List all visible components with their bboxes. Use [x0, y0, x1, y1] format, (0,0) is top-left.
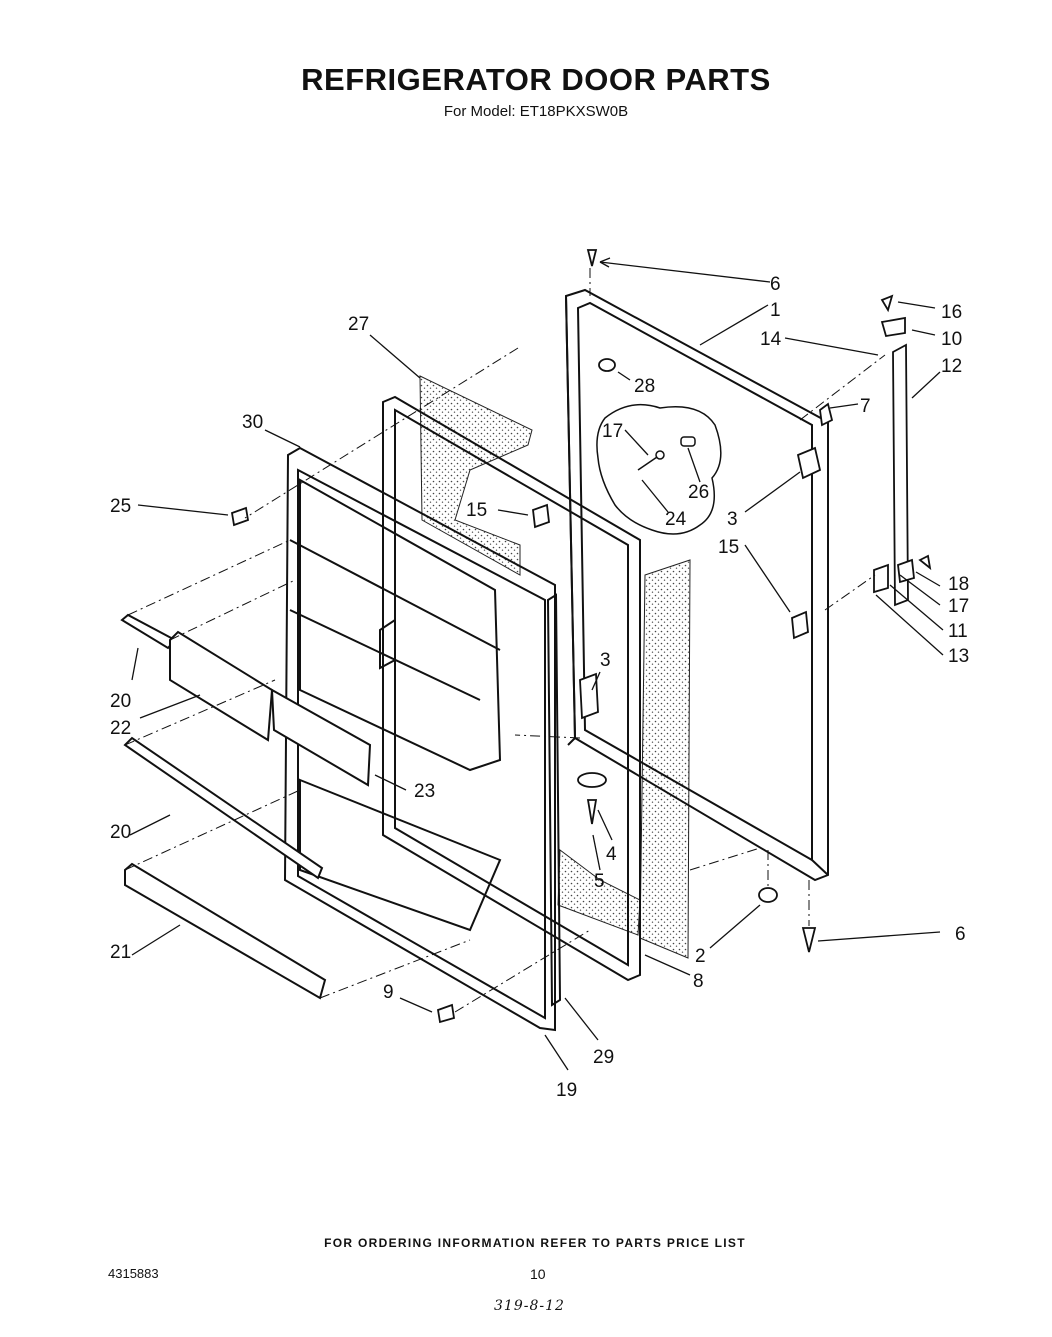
- callout-15-left: 15: [466, 500, 487, 521]
- handwritten-note: 319-8-12: [494, 1298, 565, 1314]
- callout-19: 19: [556, 1080, 577, 1101]
- callout-11: 11: [948, 621, 968, 642]
- callout-6-top: 6: [770, 274, 781, 295]
- callout-5: 5: [594, 871, 605, 892]
- callout-3-right: 3: [727, 509, 738, 530]
- callout-24: 24: [665, 509, 687, 530]
- callout-14: 14: [760, 329, 782, 350]
- callout-17: 17: [948, 596, 969, 617]
- outer-door-panel: [564, 288, 829, 882]
- callout-1: 1: [770, 300, 781, 321]
- callout-9: 9: [383, 982, 394, 1003]
- callout-22: 22: [110, 718, 131, 739]
- callout-7: 7: [860, 396, 871, 417]
- callout-3-lower: 3: [600, 650, 611, 671]
- callout-13: 13: [948, 646, 969, 667]
- ordering-footer: FOR ORDERING INFORMATION REFER TO PARTS …: [324, 1236, 746, 1250]
- door-gasket: [382, 395, 641, 982]
- callout-21: 21: [110, 942, 131, 963]
- callout-20-top: 20: [110, 691, 131, 712]
- leader-lines: [129, 257, 944, 1071]
- door-shelves: [120, 613, 372, 1000]
- breaker-strip: [546, 593, 562, 1007]
- document-number: 4315883: [108, 1266, 159, 1281]
- callout-17-detail: 17: [602, 421, 623, 442]
- cutaway-screws: [637, 436, 696, 471]
- callout-12: 12: [941, 356, 962, 377]
- callout-30: 30: [242, 412, 263, 433]
- callout-15-right: 15: [718, 537, 739, 558]
- page-number: 10: [530, 1266, 546, 1282]
- callout-16: 16: [941, 302, 962, 323]
- model-subtitle: For Model: ET18PKXSW0B: [443, 103, 629, 120]
- callout-23: 23: [414, 781, 435, 802]
- callout-25: 25: [110, 496, 131, 517]
- callout-28: 28: [634, 376, 655, 397]
- callout-4: 4: [606, 844, 617, 865]
- callout-2: 2: [695, 946, 706, 967]
- page-title: REFRIGERATOR DOOR PARTS: [301, 62, 771, 97]
- callout-29: 29: [593, 1047, 614, 1068]
- callout-27: 27: [348, 314, 369, 335]
- assembly-lines: [124, 268, 886, 1013]
- callout-20-bottom: 20: [110, 822, 131, 843]
- callout-labels: 6 1 16 10 14 12 27 28 7 30 17 26 25 15 2…: [110, 274, 969, 1101]
- callout-18: 18: [948, 574, 969, 595]
- callout-6-bottom: 6: [955, 924, 966, 945]
- hinge-hardware: [230, 249, 932, 1024]
- callout-26: 26: [688, 482, 709, 503]
- callout-8: 8: [693, 971, 704, 992]
- callout-10: 10: [941, 329, 962, 350]
